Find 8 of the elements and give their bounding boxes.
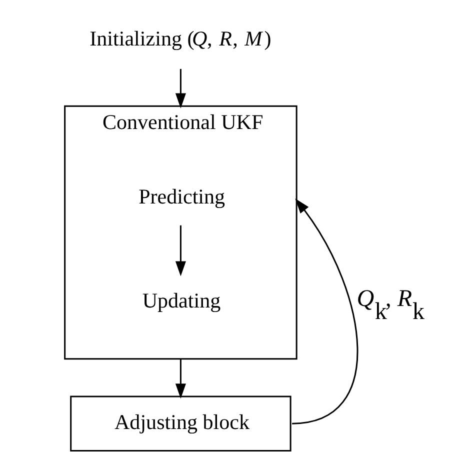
node-text: Updating [142, 288, 220, 312]
arrow [291, 198, 358, 424]
arrow [174, 358, 186, 399]
node-box: Adjusting block [70, 396, 291, 452]
arrow [174, 225, 186, 276]
node-text: Predicting [138, 184, 225, 208]
arrow [174, 68, 186, 108]
node-text: Initializing (Q, R, M) [89, 26, 271, 50]
